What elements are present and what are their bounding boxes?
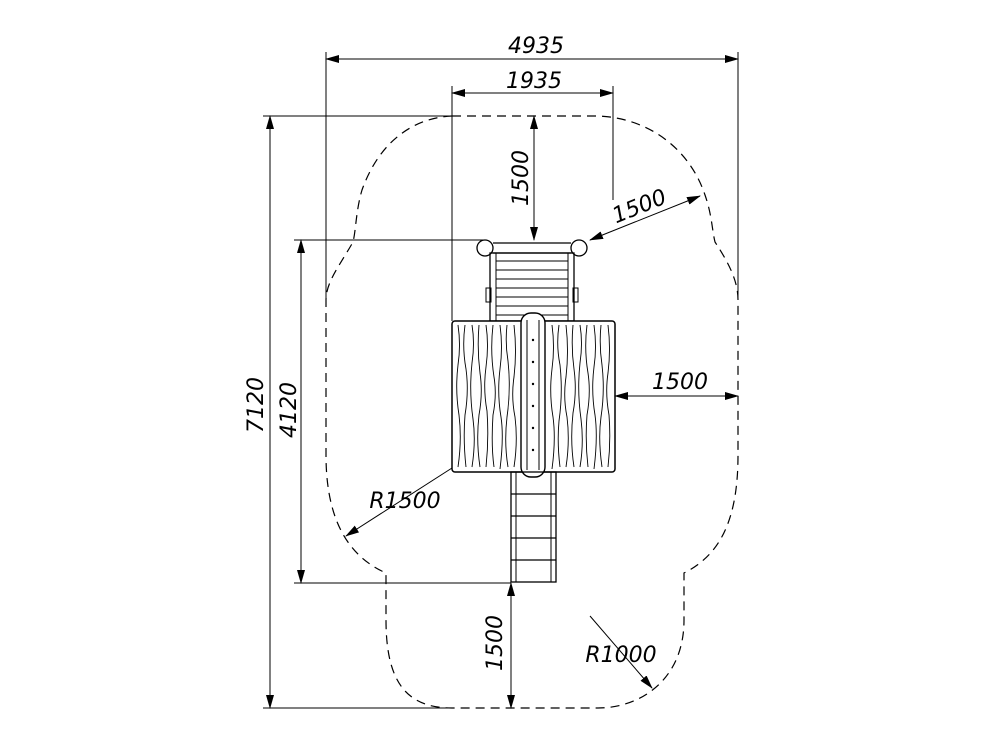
lower-ladder [510,471,557,583]
dim-side-clearance: 1500 [652,370,708,395]
dim-equipment-length: 4120 [277,382,302,438]
dim-overall-width: 4935 [508,34,564,59]
extension-lines [263,52,739,709]
dim-overall-length: 7120 [244,377,269,433]
dimension-lines [266,55,739,709]
upper-ladder [485,252,579,322]
dim-radius-right: R1000 [585,643,656,668]
dim-diag-clearance: 1500 [609,185,670,229]
dim-top-clearance: 1500 [509,150,534,206]
rail-end-right [570,239,588,257]
dim-tower-width: 1935 [506,69,562,94]
dim-radius-left: R1500 [369,489,440,514]
play-equipment [451,239,616,583]
dim-bottom-clearance: 1500 [483,615,508,671]
center-post [520,312,546,478]
deck-texture [456,324,611,470]
safety-zone-outline [325,115,739,709]
